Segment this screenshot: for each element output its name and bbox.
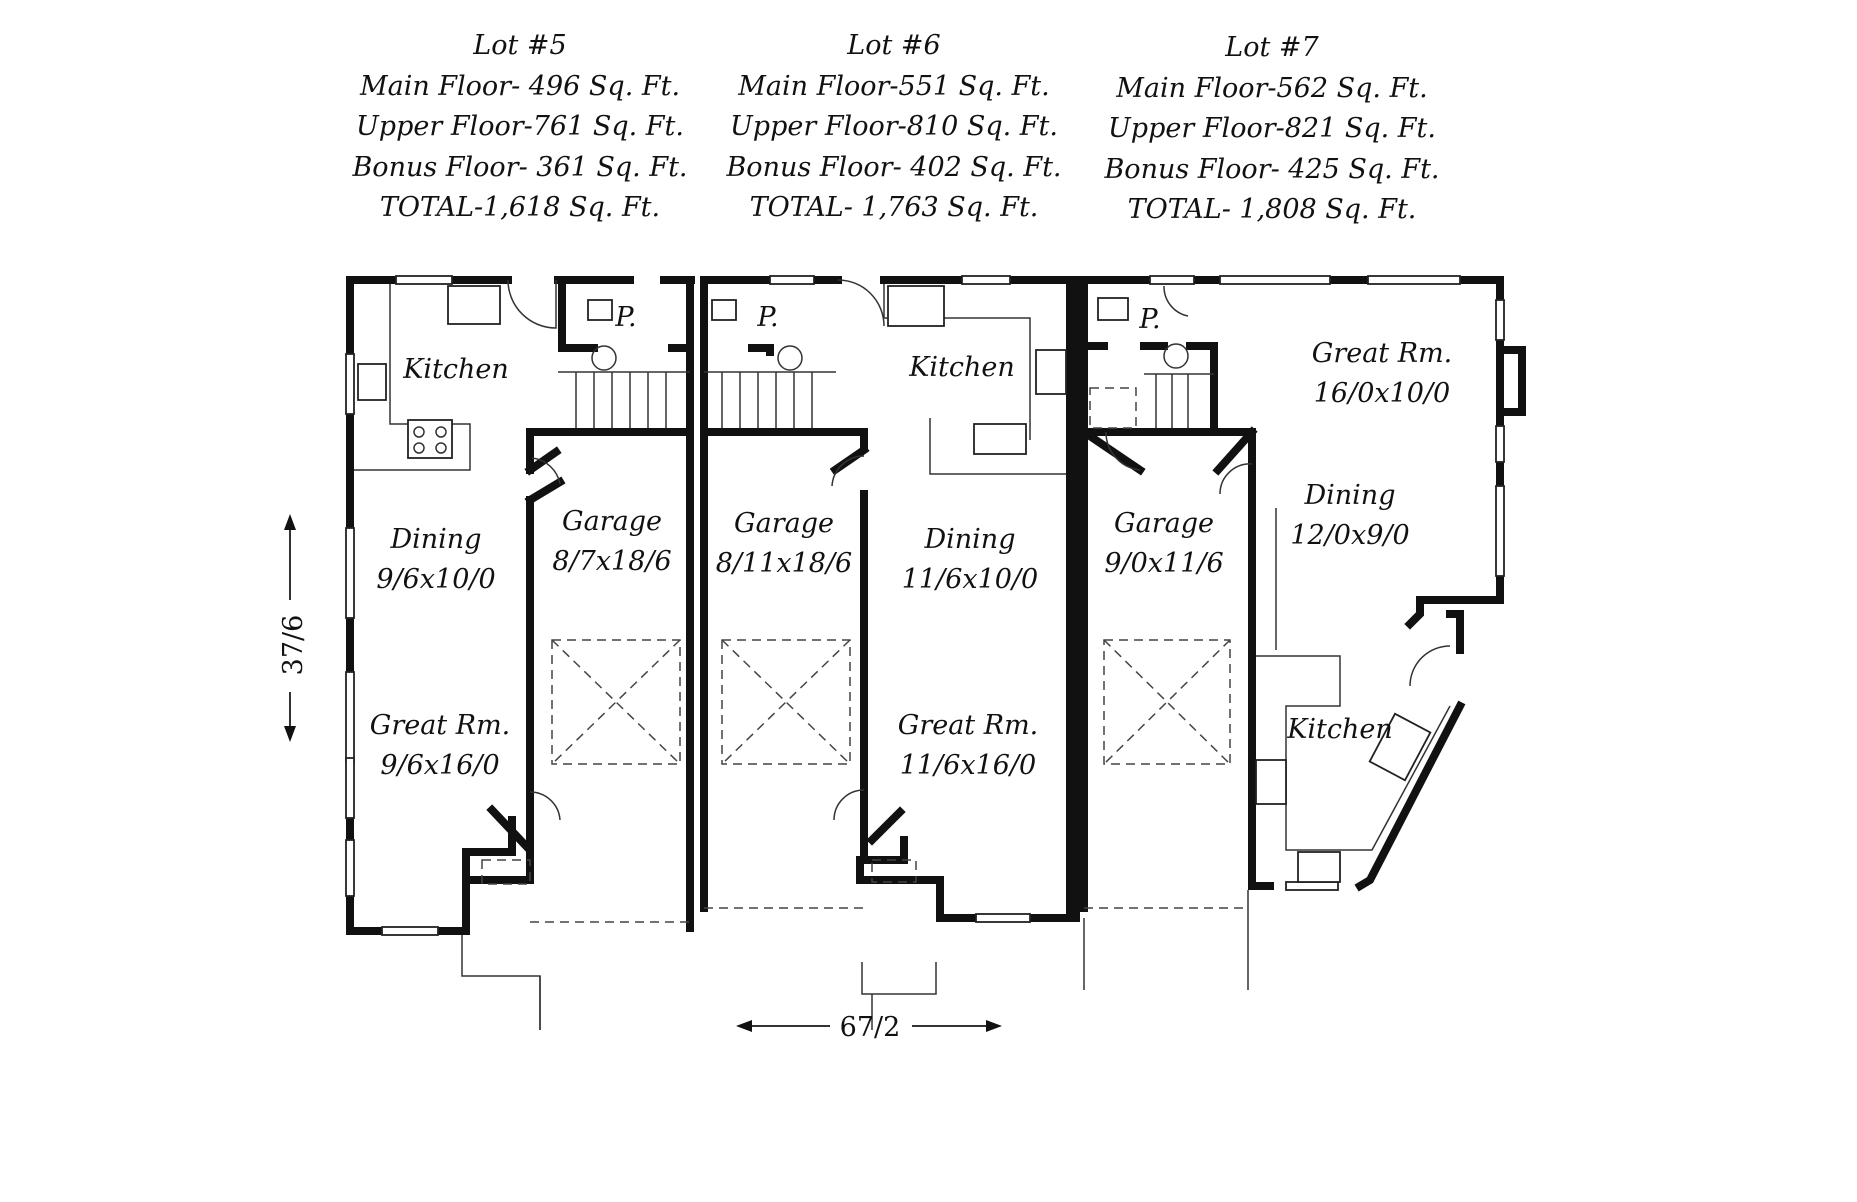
lot5-kitchen-label: Kitchen [402,354,509,385]
total-area: TOTAL- 1,808 Sq. Ft. [1127,194,1417,225]
lot6-dining-size: 11/6x10/0 [902,564,1039,595]
bonus-floor-area: Bonus Floor- 361 Sq. Ft. [352,151,688,183]
width-dimension-label: 67/2 [840,1012,901,1043]
lot-7-summary: Lot #7 Main Floor-562 Sq. Ft. Upper Floo… [1072,28,1472,231]
lot7-garage-size: 9/0x11/6 [1104,548,1223,579]
site-lines [461,890,1249,1030]
lot5-garage-size: 8/7x18/6 [552,546,671,577]
total-area: TOTAL- 1,763 Sq. Ft. [749,192,1039,223]
lot6-pantry-label: P. [756,302,778,333]
lot5-pantry-label: P. [614,302,636,333]
bonus-floor-area: Bonus Floor- 402 Sq. Ft. [726,151,1062,183]
lot-title: Lot #7 [1225,32,1319,63]
main-floor-area: Main Floor-562 Sq. Ft. [1116,72,1428,104]
lot6-great-room-size: 11/6x16/0 [900,750,1037,781]
lot5-dining-label: Dining [390,524,482,555]
depth-dimension-label: 37/6 [278,615,309,676]
lot6-garage-size: 8/11x18/6 [716,548,853,579]
lot5-great-room-size: 9/6x16/0 [380,750,499,781]
lot-title: Lot #5 [473,30,567,61]
fixtures [354,284,1451,883]
upper-floor-area: Upper Floor-761 Sq. Ft. [356,111,684,142]
lot6-great-room-label: Great Rm. [898,710,1039,741]
door-swings [507,279,1451,821]
lot7-dining-label: Dining [1304,480,1396,511]
lot7-kitchen-label: Kitchen [1286,714,1393,745]
upper-floor-area: Upper Floor-810 Sq. Ft. [730,111,1058,142]
lot5-great-room-label: Great Rm. [370,710,511,741]
lot6-dining-label: Dining [924,524,1016,555]
total-area: TOTAL-1,618 Sq. Ft. [379,192,661,223]
lot7-great-room-label: Great Rm. [1312,338,1453,369]
lot-title: Lot #6 [847,30,941,61]
garage-door-outlines [481,639,1248,923]
width-dimension [736,1020,1002,1032]
lot5-garage-label: Garage [562,506,662,537]
lot7-dining-size: 12/0x9/0 [1290,520,1409,551]
windows [345,275,1505,936]
lot-5-summary: Lot #5 Main Floor- 496 Sq. Ft. Upper Flo… [320,26,720,229]
main-floor-area: Main Floor- 496 Sq. Ft. [359,70,681,102]
upper-floor-area: Upper Floor-821 Sq. Ft. [1108,113,1436,144]
lot6-kitchen-label: Kitchen [908,352,1015,383]
main-floor-area: Main Floor-551 Sq. Ft. [738,70,1050,102]
lot7-garage-label: Garage [1114,508,1214,539]
depth-dimension [284,514,296,742]
lot7-pantry-label: P. [1138,304,1160,335]
bonus-floor-area: Bonus Floor- 425 Sq. Ft. [1104,153,1440,185]
lot6-garage-label: Garage [734,508,834,539]
lot5-dining-size: 9/6x10/0 [376,564,495,595]
lot-6-summary: Lot #6 Main Floor-551 Sq. Ft. Upper Floo… [694,26,1094,229]
lot7-great-room-size: 16/0x10/0 [1314,378,1451,409]
